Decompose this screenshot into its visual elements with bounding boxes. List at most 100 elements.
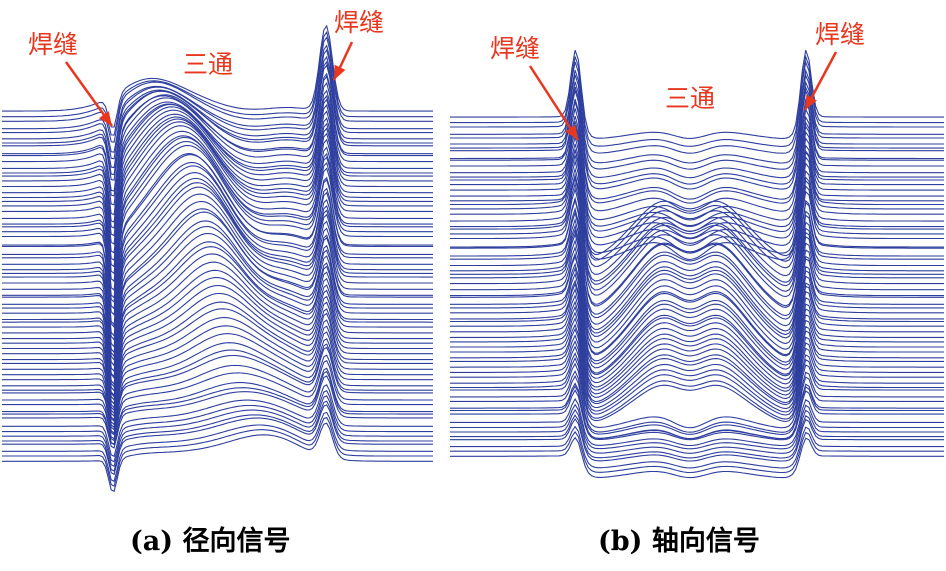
panel-a-trace-58 — [2, 354, 433, 440]
panel-b-trace-44 — [450, 287, 944, 381]
caption-a: (a) 径向信号 — [130, 526, 291, 557]
panel-a-trace-6 — [2, 55, 433, 169]
panel-a-trace-39 — [2, 220, 433, 386]
panel-a-trace-67 — [2, 404, 433, 476]
weld-label-a-left: 焊缝 — [28, 30, 79, 59]
panel-a-trace-28 — [2, 154, 433, 329]
panel-b-trace-64 — [450, 403, 944, 450]
panel-b-trace-42 — [450, 279, 944, 375]
panel-b-trace-11 — [450, 107, 944, 212]
panel-b-trace-36 — [450, 245, 944, 350]
panel-a-trace-46 — [2, 269, 433, 409]
panel-b-trace-45 — [450, 294, 944, 385]
panel-a-trace-18 — [2, 116, 433, 262]
panel-b-trace-63 — [450, 397, 944, 447]
panel-b-trace-43 — [450, 282, 944, 377]
panel-a-trace-31 — [2, 172, 433, 349]
panel-a-trace-26 — [2, 144, 433, 316]
panel-b-trace-14 — [450, 124, 944, 233]
panel-a-trace-30 — [2, 165, 433, 342]
panel-b-trace-52 — [450, 334, 944, 410]
panel-a-trace-57 — [2, 346, 433, 436]
panel-a-trace-68 — [2, 411, 433, 483]
tee-label-a: 三通 — [183, 50, 234, 79]
panel-a-trace-49 — [2, 292, 433, 418]
panel-b-trace-55 — [450, 352, 944, 420]
panel-b-trace-35 — [450, 238, 944, 345]
panel-a-trace-64 — [2, 389, 433, 463]
panel-b-trace-4 — [450, 68, 944, 164]
panel-b-trace-1 — [450, 50, 944, 139]
panel-a-trace-16 — [2, 109, 433, 245]
panel-b-trace-65 — [450, 408, 944, 454]
weld-label-a-right: 焊缝 — [334, 8, 385, 37]
panel-a-trace-53 — [2, 325, 433, 429]
panel-b-trace-70 — [450, 436, 944, 479]
panel-a-trace-55 — [2, 337, 433, 435]
panel-b-trace-30 — [450, 210, 944, 320]
panel-b-trace-67 — [450, 417, 944, 462]
panel-b-trace-69 — [450, 430, 944, 474]
weld-arrow-a-right-head — [334, 64, 346, 80]
panel-b-trace-47 — [450, 305, 944, 392]
panel-a-trace-19 — [2, 118, 433, 268]
panel-a-trace-51 — [2, 308, 433, 423]
panel-b-trace-23 — [450, 173, 944, 283]
panel-b-trace-37 — [450, 252, 944, 356]
panel-a-trace-60 — [2, 367, 433, 446]
panel-b-trace-50 — [450, 323, 944, 404]
panel-a-trace-32 — [2, 177, 433, 354]
panel-a-trace-15 — [2, 103, 433, 237]
weld-arrow-b-left-shaft — [528, 65, 580, 141]
panel-b-trace-28 — [450, 198, 944, 308]
panel-a-trace-11 — [2, 81, 433, 206]
panel-b-trace-26 — [450, 187, 944, 298]
panel-b-trace-22 — [450, 166, 944, 277]
panel-b-trace-34 — [450, 232, 944, 339]
panel-a-trace-52 — [2, 316, 433, 426]
panel-a-trace-21 — [2, 125, 433, 283]
panel-a-trace-25 — [2, 140, 433, 310]
caption-b: (b) 轴向信号 — [598, 526, 760, 557]
panel-a-trace-70 — [2, 422, 433, 493]
panel-b-trace-16 — [450, 136, 944, 246]
panel-a-trace-38 — [2, 211, 433, 380]
panel-a-trace-14 — [2, 98, 433, 229]
panel-b-axial-signal — [450, 50, 944, 479]
panel-b-trace-40 — [450, 266, 944, 366]
panel-b-trace-24 — [450, 176, 944, 287]
panel-a-trace-10 — [2, 75, 433, 197]
panel-a-trace-1 — [2, 24, 433, 128]
panel-a-trace-42 — [2, 241, 433, 397]
panel-a-radial-signal — [2, 24, 433, 493]
panel-b-trace-29 — [450, 206, 944, 317]
panel-a-trace-35 — [2, 193, 433, 368]
panel-b-trace-57 — [450, 362, 944, 429]
panel-b-trace-68 — [450, 425, 944, 469]
panel-a-trace-62 — [2, 375, 433, 449]
panel-b-trace-41 — [450, 272, 944, 370]
weld-label-b-right: 焊缝 — [815, 20, 866, 49]
panel-b-trace-13 — [450, 120, 944, 228]
panel-b-trace-61 — [450, 385, 944, 440]
panel-a-trace-65 — [2, 395, 433, 467]
panel-a-trace-3 — [2, 36, 433, 143]
weld-label-b-left: 焊缝 — [490, 34, 541, 63]
panel-b-trace-39 — [450, 262, 944, 363]
panel-b-trace-46 — [450, 300, 944, 389]
panel-b-trace-6 — [450, 80, 944, 179]
panel-a-trace-54 — [2, 331, 433, 431]
panel-b-trace-53 — [450, 340, 944, 413]
panel-b-trace-12 — [450, 115, 944, 221]
panel-b-trace-56 — [450, 356, 944, 423]
panel-a-trace-40 — [2, 225, 433, 389]
panel-a-trace-12 — [2, 89, 433, 216]
panel-b-trace-33 — [450, 228, 944, 336]
panel-a-trace-17 — [2, 113, 433, 254]
panel-a-trace-63 — [2, 384, 433, 458]
panel-b-trace-59 — [450, 374, 944, 435]
panel-a-trace-5 — [2, 48, 433, 160]
panel-a-trace-45 — [2, 261, 433, 406]
panel-a-trace-56 — [2, 343, 433, 436]
